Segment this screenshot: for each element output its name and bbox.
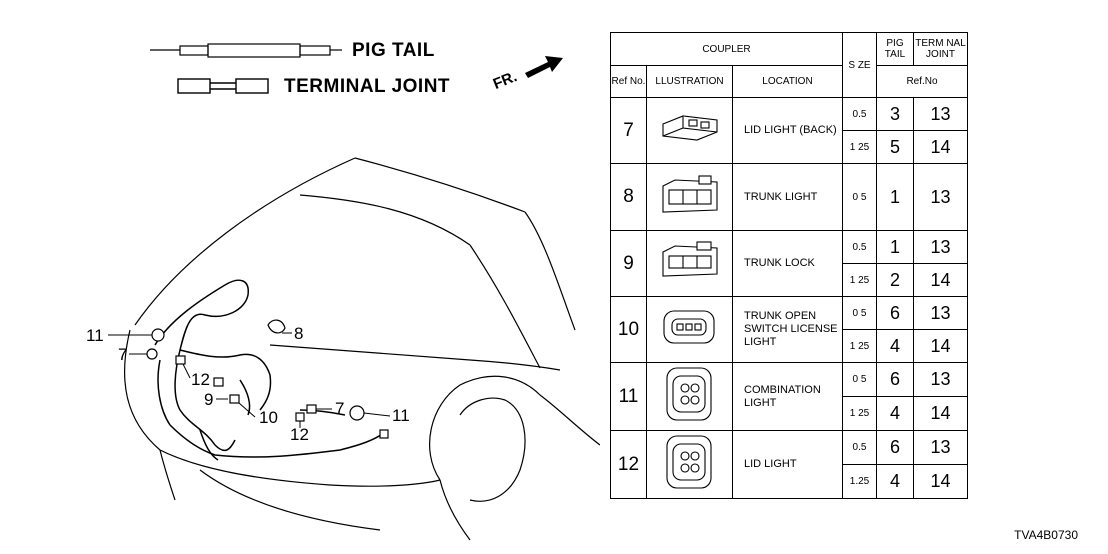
terminal-joint-label: TERMINAL JOINT [284, 76, 451, 97]
header-refno-sub: Ref.No [876, 65, 968, 98]
row-size: 0 5 [842, 362, 877, 397]
row-pigtail: 1 [876, 163, 914, 231]
row-size: 0.5 [842, 97, 877, 131]
row-terminal: 14 [913, 130, 968, 164]
row-pigtail: 3 [876, 97, 914, 131]
row-terminal: 13 [913, 430, 968, 465]
callout-8: 8 [294, 324, 304, 343]
callout-7-right: 7 [335, 399, 345, 418]
row-location: COMBINATION LIGHT [732, 362, 843, 431]
callout-9: 9 [204, 390, 214, 409]
row-ref: 10 [610, 296, 647, 363]
front-arrow-icon [525, 56, 563, 78]
row-pigtail: 6 [876, 362, 914, 397]
row-size: 0 5 [842, 163, 877, 231]
row-location: LID LIGHT [732, 430, 843, 499]
row-terminal: 14 [913, 464, 968, 499]
header-size: S ZE [842, 32, 877, 98]
coupler-table: COUPLER S ZE PIG TAIL TERM NAL JOINT Ref… [610, 32, 968, 499]
terminal-joint-symbol [177, 78, 269, 94]
callout-7-left: 7 [118, 345, 128, 364]
callout-10: 10 [259, 408, 278, 427]
coupler-illustration-icon [646, 362, 733, 431]
row-pigtail: 4 [876, 396, 914, 431]
row-size: 0.5 [842, 230, 877, 264]
row-ref: 8 [610, 163, 647, 231]
row-terminal: 14 [913, 329, 968, 363]
row-pigtail: 6 [876, 296, 914, 330]
row-ref: 9 [610, 230, 647, 297]
row-pigtail: 4 [876, 329, 914, 363]
row-pigtail: 4 [876, 464, 914, 499]
row-location: TRUNK LOCK [732, 230, 843, 297]
coupler-illustration-icon [646, 430, 733, 499]
diagram-code: TVA4B0730 [1014, 528, 1078, 542]
header-coupler: COUPLER [610, 32, 843, 66]
callout-12-lower: 12 [290, 425, 309, 444]
coupler-illustration-icon [646, 296, 733, 363]
row-location: LID LIGHT (BACK) [732, 97, 843, 164]
row-location: TRUNK OPEN SWITCH LICENSE LIGHT [732, 296, 843, 363]
pigtail-label: PIG TAIL [352, 40, 435, 61]
row-ref: 12 [610, 430, 647, 499]
row-terminal: 13 [913, 230, 968, 264]
coupler-illustration-icon [646, 97, 733, 164]
row-terminal: 14 [913, 263, 968, 297]
header-terminal-joint: TERM NAL JOINT [913, 32, 968, 66]
header-ref-no: Ref No. [610, 65, 647, 98]
row-terminal: 13 [913, 97, 968, 131]
row-ref: 11 [610, 362, 647, 431]
header-pigtail: PIG TAIL [876, 32, 914, 66]
row-size: 1.25 [842, 464, 877, 499]
header-illustration: LLUSTRATION [646, 65, 733, 98]
row-terminal: 13 [913, 163, 968, 231]
leader-lines [108, 332, 391, 428]
row-ref: 7 [610, 97, 647, 164]
row-size: 0 5 [842, 296, 877, 330]
car-body [124, 157, 600, 541]
row-size: 0.5 [842, 430, 877, 465]
coupler-illustration-icon [646, 163, 733, 231]
row-pigtail: 6 [876, 430, 914, 465]
row-pigtail: 2 [876, 263, 914, 297]
harness-diagram [108, 43, 600, 541]
row-size: 1 25 [842, 396, 877, 431]
header-location: LOCATION [732, 65, 843, 98]
row-pigtail: 1 [876, 230, 914, 264]
row-pigtail: 5 [876, 130, 914, 164]
row-size: 1 25 [842, 130, 877, 164]
row-terminal: 13 [913, 362, 968, 397]
callout-11-left: 11 [86, 326, 104, 345]
row-terminal: 13 [913, 296, 968, 330]
connectors [146, 319, 389, 439]
row-size: 1 25 [842, 263, 877, 297]
callout-11-right: 11 [392, 406, 410, 425]
row-terminal: 14 [913, 396, 968, 431]
wire-harness [154, 279, 386, 461]
coupler-illustration-icon [646, 230, 733, 297]
pigtail-symbol [150, 43, 342, 58]
row-size: 1 25 [842, 329, 877, 363]
callout-12-upper: 12 [191, 370, 210, 389]
row-location: TRUNK LIGHT [732, 163, 843, 231]
